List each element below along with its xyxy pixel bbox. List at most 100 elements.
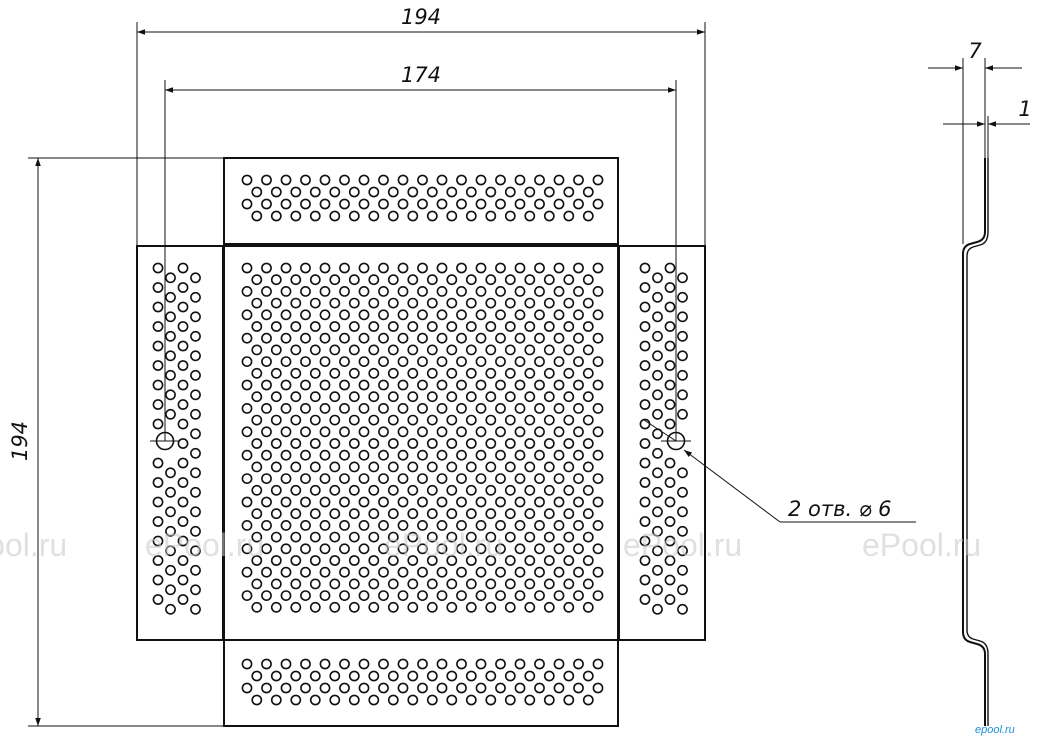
perforation-hole: [387, 344, 399, 356]
perforation-hole: [358, 473, 370, 484]
perforation-hole: [664, 379, 676, 391]
perforation-hole: [456, 262, 467, 274]
perforation-hole: [573, 496, 584, 508]
perforation-hole: [309, 578, 321, 590]
perforation-hole: [387, 508, 399, 520]
perforation-hole: [504, 461, 516, 473]
perforation-hole: [426, 367, 438, 379]
perforation-hole: [417, 426, 428, 438]
perforation-hole: [563, 531, 575, 543]
perforation-hole: [190, 408, 201, 420]
perforation-hole: [339, 262, 350, 274]
perforation-hole: [339, 566, 350, 578]
perforation-hole: [485, 297, 497, 309]
perforation-hole: [465, 321, 477, 332]
perforation-hole: [465, 508, 477, 520]
perforation-hole: [664, 535, 676, 547]
perforation-hole: [543, 186, 555, 198]
perforation-hole: [300, 449, 311, 461]
perforation-hole: [251, 484, 263, 496]
perforation-hole: [397, 566, 409, 578]
perforation-hole: [348, 438, 360, 449]
dimension-label-thickness: 1: [1018, 97, 1031, 121]
perforation-hole: [368, 438, 380, 449]
perforation-hole: [329, 670, 341, 682]
perforation-hole: [165, 603, 176, 615]
perforation-hole: [495, 449, 506, 461]
perforation-hole: [368, 274, 380, 286]
perforation-hole: [664, 321, 676, 332]
perforation-hole: [475, 198, 487, 210]
perforation-hole: [329, 367, 341, 379]
perforation-hole: [407, 297, 419, 309]
perforation-hole: [300, 332, 311, 344]
perforation-hole: [582, 694, 594, 706]
side-profile-view: [962, 158, 989, 726]
perforation-hole: [270, 461, 282, 473]
perforation-hole: [329, 694, 341, 706]
perforation-hole: [309, 555, 321, 566]
perforation-hole: [397, 426, 409, 438]
perforation-hole: [639, 555, 651, 566]
perforation-hole: [582, 391, 594, 403]
perforation-hole: [261, 543, 272, 555]
perforation-hole: [582, 367, 594, 379]
perforation-hole: [358, 590, 370, 601]
perforation-hole: [290, 578, 302, 590]
perforation-hole: [514, 543, 526, 555]
perforation-hole: [514, 682, 526, 694]
perforation-hole: [504, 391, 516, 403]
perforation-hole: [563, 186, 575, 198]
perforation-hole: [251, 210, 263, 222]
perforation-hole: [417, 590, 428, 601]
perforation-hole: [378, 262, 389, 274]
perforation-hole: [387, 186, 399, 198]
perforation-hole: [573, 449, 584, 461]
perforation-hole: [417, 285, 428, 297]
perforation-hole: [563, 210, 575, 222]
perforation-hole: [582, 555, 594, 566]
perforation-hole: [397, 174, 409, 186]
perforation-hole: [368, 297, 380, 309]
right-flap-outline: [618, 245, 706, 641]
perforation-hole: [436, 566, 448, 578]
perforation-hole: [177, 555, 189, 566]
dimension-label-side-depth: 7: [968, 39, 982, 63]
perforation-hole: [553, 332, 565, 344]
perforation-hole: [280, 198, 292, 210]
perforation-hole: [543, 670, 555, 682]
dimension-side-depth: [928, 58, 1022, 244]
perforation-hole: [261, 449, 272, 461]
perforation-hole: [677, 545, 688, 557]
perforation-hole: [417, 520, 428, 531]
perforation-hole: [241, 682, 253, 694]
perforation-hole: [358, 379, 370, 391]
perforation-hole: [475, 543, 487, 555]
perforation-hole: [524, 367, 536, 379]
perforation-hole: [592, 658, 604, 670]
perforation-hole: [368, 484, 380, 496]
perforation-hole: [165, 486, 176, 498]
perforation-hole: [348, 601, 360, 613]
perforation-hole: [368, 461, 380, 473]
perforation-hole: [339, 285, 350, 297]
perforation-hole: [280, 285, 292, 297]
perforation-hole: [504, 484, 516, 496]
watermarks: ePool.ru ePool.ru ePool.ru ePool.ru ePoo…: [0, 527, 981, 563]
perforation-hole: [241, 174, 253, 186]
perforation-hole: [514, 262, 526, 274]
perforation-hole: [348, 578, 360, 590]
perforation-hole: [543, 321, 555, 332]
perforation-hole: [339, 402, 350, 414]
perforation-hole: [309, 186, 321, 198]
perforation-hole: [573, 379, 584, 391]
perforation-hole: [475, 449, 487, 461]
perforation-hole: [524, 186, 536, 198]
perforation-hole: [426, 186, 438, 198]
perforation-hole: [456, 520, 467, 531]
perforation-hole: [280, 262, 292, 274]
perforation-hole: [397, 309, 409, 321]
perforation-hole: [592, 543, 604, 555]
perforation-hole: [261, 262, 272, 274]
perforation-hole: [319, 426, 331, 438]
